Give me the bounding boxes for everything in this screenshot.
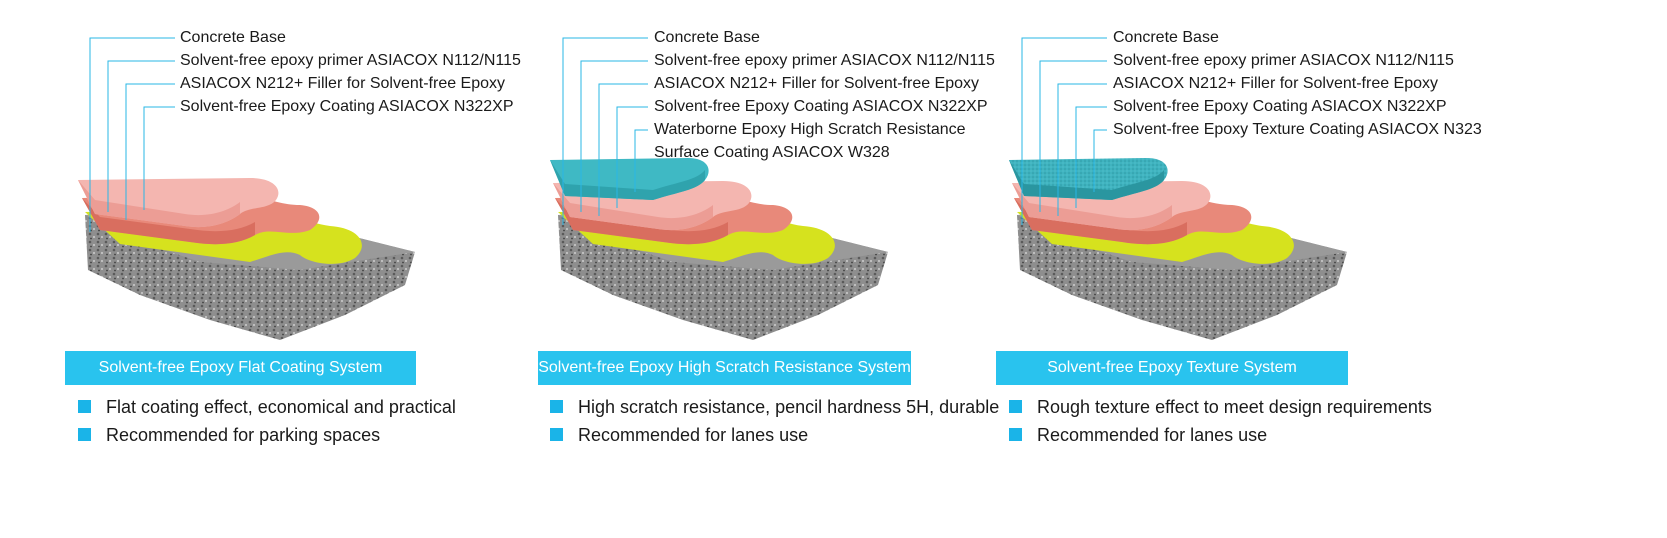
layer-label-topcoat-line1: Waterborne Epoxy High Scratch Resistance — [654, 121, 966, 138]
square-bullet-icon — [550, 400, 563, 413]
system-high-scratch: Concrete Base Solvent-free epoxy primer … — [473, 0, 999, 538]
feature-item: Rough texture effect to meet design requ… — [1009, 396, 1432, 424]
feature-item: Recommended for lanes use — [1009, 424, 1432, 452]
system-texture: Concrete Base Solvent-free epoxy primer … — [932, 0, 1482, 538]
square-bullet-icon — [78, 400, 91, 413]
layer-label-concrete: Concrete Base — [180, 29, 286, 46]
layer-label-concrete: Concrete Base — [1113, 29, 1219, 46]
feature-item: High scratch resistance, pencil hardness… — [550, 396, 999, 424]
layer-label-primer: Solvent-free epoxy primer ASIACOX N112/N… — [180, 52, 521, 69]
texture-illustration — [1009, 37, 1347, 340]
flat-coating-illustration — [78, 37, 415, 340]
square-bullet-icon — [1009, 400, 1022, 413]
square-bullet-icon — [550, 428, 563, 441]
layer-label-primer: Solvent-free epoxy primer ASIACOX N112/N… — [1113, 52, 1454, 69]
layer-label-filler: ASIACOX N212+ Filler for Solvent-free Ep… — [180, 75, 506, 92]
feature-list: Rough texture effect to meet design requ… — [1009, 396, 1432, 452]
high-scratch-illustration — [550, 37, 888, 340]
layer-label-coating: Solvent-free Epoxy Coating ASIACOX N322X… — [180, 98, 514, 115]
system-banner: Solvent-free Epoxy Flat Coating System — [65, 351, 416, 385]
feature-list: High scratch resistance, pencil hardness… — [550, 396, 999, 452]
square-bullet-icon — [78, 428, 91, 441]
layer-label-topcoat-line2: Surface Coating ASIACOX W328 — [654, 144, 890, 161]
layer-label-coating: Solvent-free Epoxy Coating ASIACOX N322X… — [654, 98, 988, 115]
layer-label-texture-topcoat: Solvent-free Epoxy Texture Coating ASIAC… — [1113, 121, 1482, 138]
system-banner: Solvent-free Epoxy Texture System — [996, 351, 1348, 385]
feature-item: Flat coating effect, economical and prac… — [78, 396, 456, 424]
system-flat-coating: Concrete Base Solvent-free epoxy primer … — [0, 0, 521, 538]
layer-label-filler: ASIACOX N212+ Filler for Solvent-free Ep… — [654, 75, 980, 92]
layer-label-filler: ASIACOX N212+ Filler for Solvent-free Ep… — [1113, 75, 1439, 92]
leader-lines — [1021, 37, 1107, 225]
feature-list: Flat coating effect, economical and prac… — [78, 396, 456, 452]
square-bullet-icon — [1009, 428, 1022, 441]
layer-label-coating: Solvent-free Epoxy Coating ASIACOX N322X… — [1113, 98, 1447, 115]
leader-lines — [562, 37, 648, 225]
layer-label-primer: Solvent-free epoxy primer ASIACOX N112/N… — [654, 52, 995, 69]
feature-item: Recommended for lanes use — [550, 424, 999, 452]
feature-item: Recommended for parking spaces — [78, 424, 456, 452]
layer-label-concrete: Concrete Base — [654, 29, 760, 46]
system-banner: Solvent-free Epoxy High Scratch Resistan… — [538, 351, 911, 385]
leader-lines — [89, 37, 175, 232]
